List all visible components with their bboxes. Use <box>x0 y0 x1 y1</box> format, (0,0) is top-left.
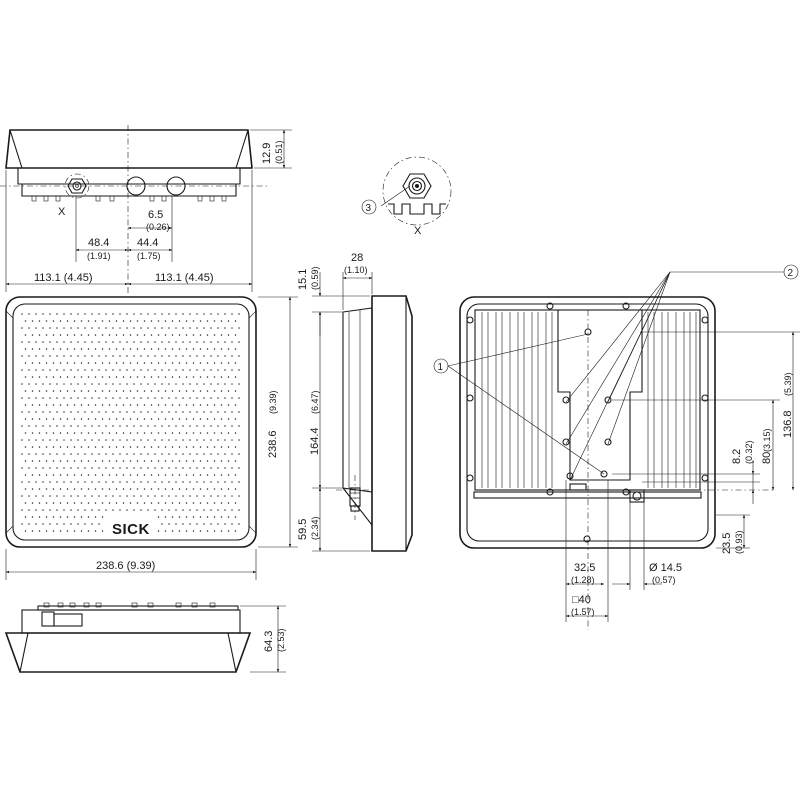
bottom-rim <box>37 605 239 611</box>
dim-text-28-in: (1.10) <box>344 265 368 275</box>
dim-text-23-5-in: (0.93) <box>734 530 744 554</box>
bottom-edge-right <box>227 632 237 673</box>
dim-text-12-9-in: (0.51) <box>274 140 284 164</box>
center-mount-plate <box>557 310 643 481</box>
dim-text-40: □40 <box>572 594 591 606</box>
detail-x-ring <box>408 177 426 195</box>
dim-text-238-6-h: 238.6 (9.39) <box>96 560 155 572</box>
bottom-connector-icon <box>41 611 83 627</box>
dim-text-164-4-in: (6.47) <box>310 390 320 414</box>
dim-text-113-1-right: 113.1 (4.45) <box>155 272 214 284</box>
top-view-housing <box>5 129 253 169</box>
brand-logo: SICK <box>112 521 150 538</box>
dim-text-28: 28 <box>351 252 363 264</box>
bottom-notches <box>43 602 216 608</box>
dim-text-32-5: 32.5 <box>574 562 595 574</box>
bottom-view: 64.3 (2.53) <box>4 602 286 673</box>
detail-x-nut-icon <box>402 173 432 199</box>
corner-bl <box>5 525 14 534</box>
front-inner <box>12 303 250 541</box>
callout-2-label: 2 <box>788 268 794 279</box>
side-view: 28 (1.10) 15.1 (0.59) 164.4 (6.47) 59.5 … <box>297 252 413 552</box>
dim-text-48-4: 48.4 <box>88 237 109 249</box>
corner-tl <box>5 310 14 319</box>
dim-text-59-5: 59.5 <box>297 519 309 540</box>
callout-3-label: 3 <box>366 203 372 214</box>
detail-marker-x: X <box>58 206 66 218</box>
back-inner <box>466 303 709 542</box>
top-view: X 12.9 (0.51) 6.5 (0.26) 48.4 (1.91) 44.… <box>0 125 292 296</box>
vesa-holes <box>562 328 612 480</box>
back-connector-icon <box>569 483 645 503</box>
dim-text-15-1-in: (0.59) <box>310 266 320 290</box>
detail-x-pin <box>415 184 419 188</box>
dim-text-238-6-v: 238.6 <box>267 430 279 458</box>
dim-text-23-5: 23.5 <box>721 533 733 554</box>
dim-text-6-5: 6.5 <box>148 209 163 221</box>
dim-text-6-5-in: (0.26) <box>146 222 170 232</box>
dim-text-136-8: 136.8 <box>782 410 794 438</box>
radome-dot-pattern <box>21 313 240 532</box>
detail-x-ribs <box>388 203 446 215</box>
detail-x: 3 X <box>361 156 452 237</box>
dim-text-8-2: 8.2 <box>731 449 743 464</box>
bottom-edge-left <box>19 632 29 673</box>
top-view-base <box>17 168 241 185</box>
back-ledge <box>473 491 702 499</box>
dim-text-113-1-left: 113.1 (4.45) <box>34 272 93 284</box>
bottom-housing <box>4 632 252 673</box>
dim-text-12-9: 12.9 <box>261 143 273 164</box>
back-view: 2 1 136.8 (5.39) 80 (3.15) <box>433 264 800 630</box>
dim-text-59-5-in: (2.34) <box>310 516 320 540</box>
detail-x-label: X <box>414 225 422 237</box>
dim-text-dia: Ø 14.5 <box>649 562 682 574</box>
front-view: SICK 238.6 (9.39) 238.6 (9.39) <box>5 296 298 580</box>
dim-text-44-4: 44.4 <box>137 237 158 249</box>
detail-x-pin-ring <box>411 180 423 192</box>
dim-text-164-4: 164.4 <box>309 427 321 455</box>
dim-text-64-3: 64.3 <box>263 631 275 652</box>
callout-3 <box>361 199 377 215</box>
callout-1-label: 1 <box>438 362 444 373</box>
dim-text-64-3-in: (2.53) <box>276 628 286 652</box>
dim-text-44-4-in: (1.75) <box>137 251 161 261</box>
dim-text-136-8-in: (5.39) <box>783 372 793 396</box>
front-housing <box>5 296 257 548</box>
top-view-edge-left <box>9 129 23 169</box>
corner-tr <box>248 310 257 319</box>
detail-x-boundary <box>382 156 452 226</box>
back-housing <box>459 296 716 549</box>
dim-text-80: 80 <box>761 452 773 464</box>
leader-1-lines <box>447 333 605 475</box>
mounting-screws <box>466 302 709 543</box>
dim-text-8-2-in: (0.32) <box>744 440 754 464</box>
dim-text-15-1: 15.1 <box>297 269 309 290</box>
top-view-edge-right <box>235 129 249 169</box>
leader-2-lines <box>565 271 671 481</box>
dim-text-80-in: (3.15) <box>762 428 772 452</box>
corner-br <box>248 525 257 534</box>
top-view-ribs <box>21 184 237 197</box>
rib-notches <box>31 195 227 202</box>
dim-text-48-4-in: (1.91) <box>87 251 111 261</box>
dim-text-dia-in: (0.57) <box>652 575 676 585</box>
side-back-plate <box>342 307 373 493</box>
dim-text-32-5-in: (1.28) <box>571 575 595 585</box>
dim-text-40-in: (1.57) <box>571 607 595 617</box>
leader-3 <box>380 185 411 207</box>
dim-text-238-6-v-in: (9.39) <box>268 390 278 414</box>
